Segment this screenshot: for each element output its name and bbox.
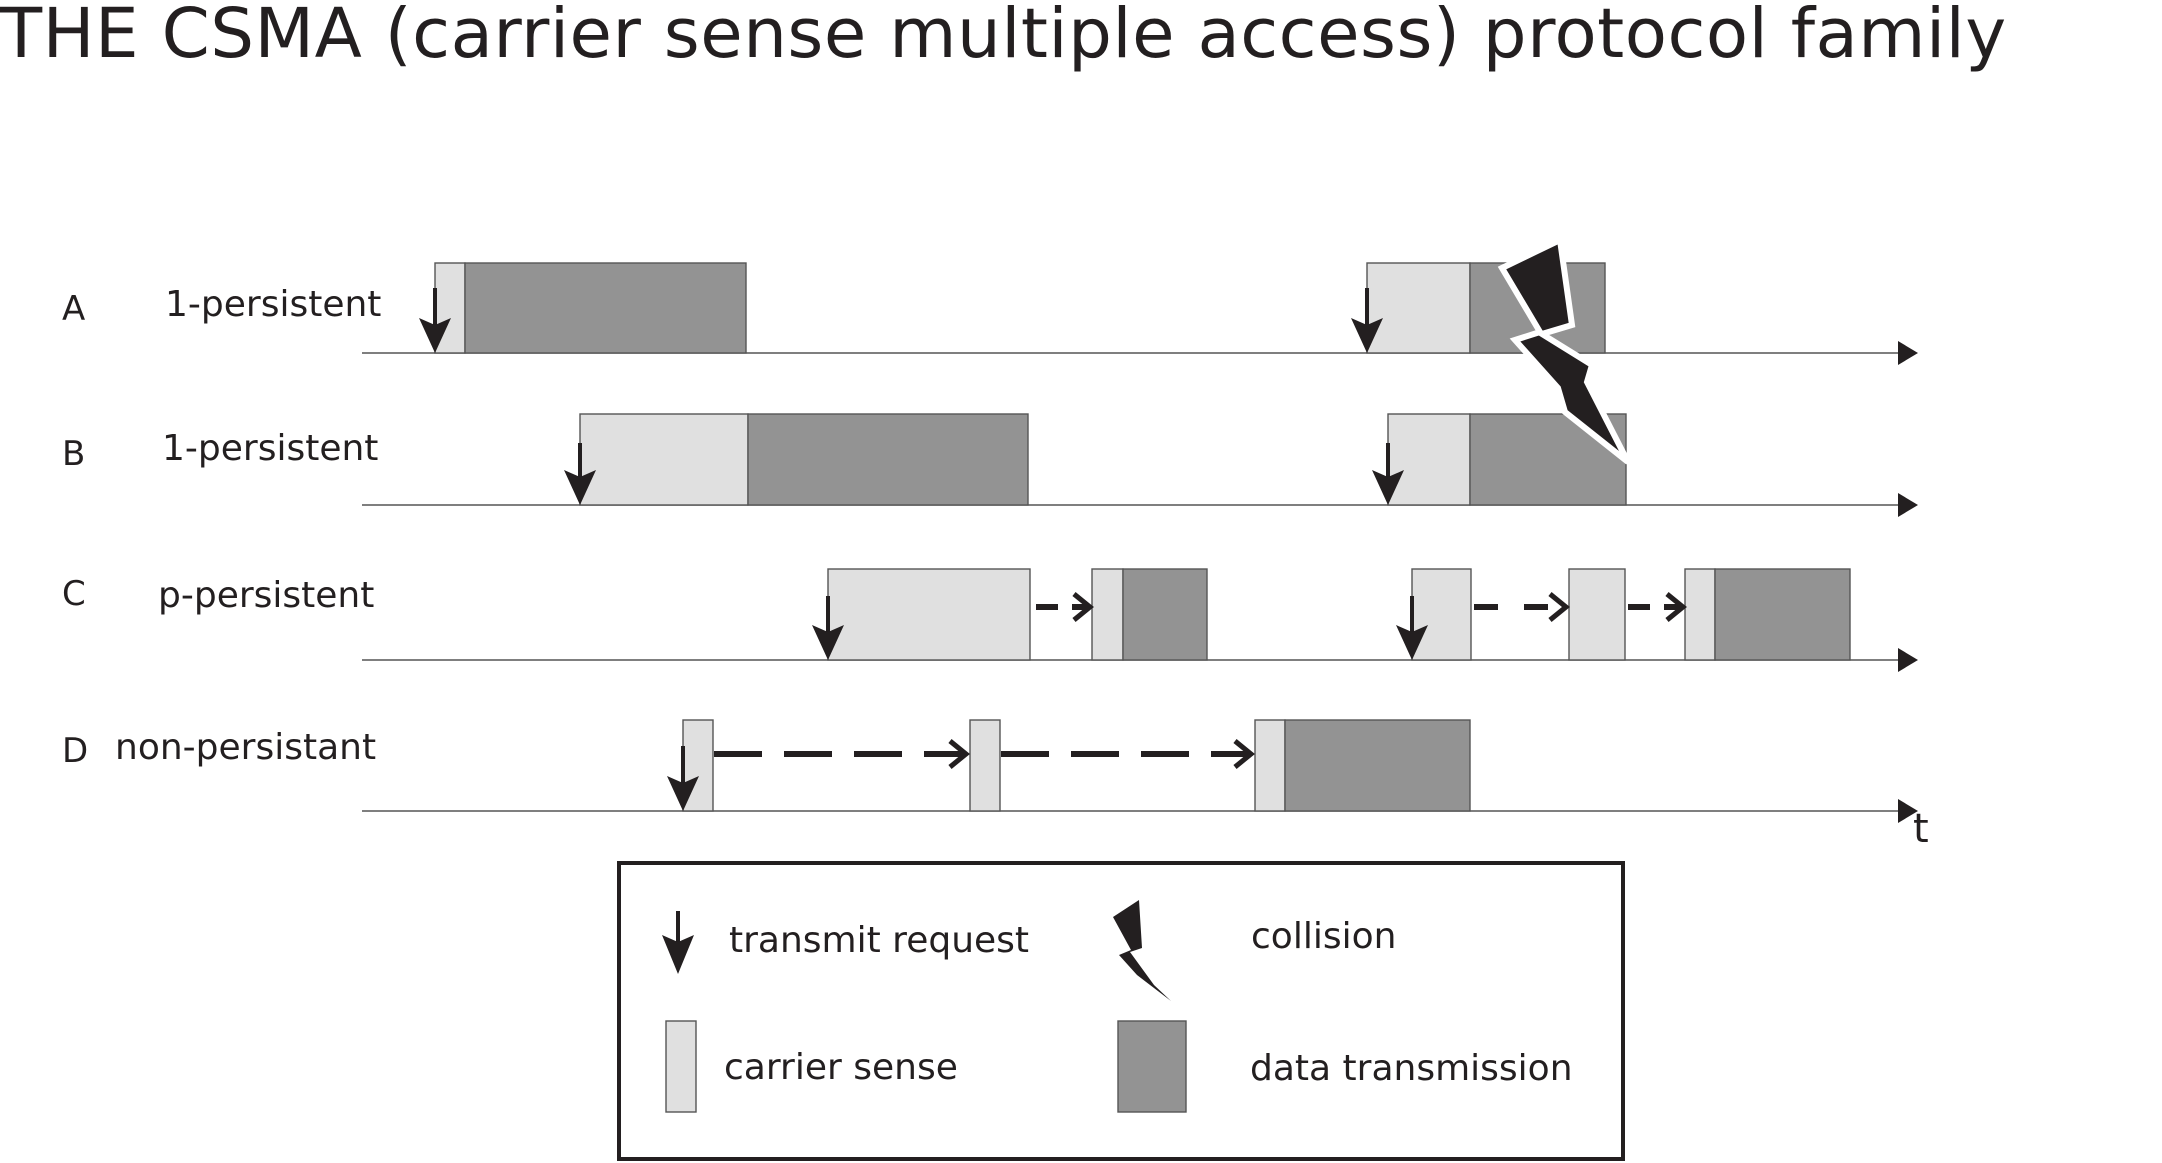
carrier-sense-block — [969, 719, 1001, 812]
transmit-request-arrow-icon — [419, 288, 451, 353]
row-c-timeline — [827, 568, 1851, 661]
transmit-request-arrows — [419, 288, 1428, 811]
carrier-sense-block — [1387, 413, 1471, 506]
diagram-title: THE CSMA (carrier sense multiple access)… — [0, 0, 2007, 74]
row-b-letter: B — [62, 434, 85, 474]
data-transmission-block — [1284, 719, 1471, 812]
legend-carrier-sense-swatch — [665, 1020, 697, 1113]
carrier-sense-block — [1366, 262, 1471, 354]
wait-arrowhead — [1665, 592, 1687, 622]
row-d-mode: non-persistant — [115, 727, 376, 768]
row-d-timeline — [682, 719, 1471, 812]
row-b-timeline — [579, 413, 1627, 506]
row-b-mode: 1-persistent — [162, 428, 378, 469]
axis-arrowhead-a — [1898, 341, 1918, 365]
transmit-request-arrow-icon — [564, 443, 596, 505]
wait-arrowhead — [1072, 592, 1094, 622]
carrier-sense-block — [1091, 568, 1124, 661]
row-a-timeline — [434, 262, 1606, 354]
axis-arrowhead-c — [1898, 648, 1918, 672]
wait-arrowhead — [1233, 739, 1255, 769]
legend-transmit-request-label: transmit request — [729, 920, 1029, 961]
row-a-mode: 1-persistent — [165, 284, 381, 325]
legend-collision-label: collision — [1251, 916, 1396, 957]
time-axis-label: t — [1913, 806, 1929, 852]
row-a-letter: A — [62, 289, 85, 329]
carrier-sense-block — [1684, 568, 1716, 661]
legend-data-transmission-swatch — [1117, 1020, 1187, 1113]
legend-transmit-request-icon — [662, 911, 694, 974]
carrier-sense-block — [579, 413, 749, 506]
legend-collision-icon — [1113, 900, 1171, 1001]
wait-arrowhead — [1548, 592, 1570, 622]
transmit-request-arrow-icon — [1351, 288, 1383, 353]
carrier-sense-block — [1568, 568, 1626, 661]
row-d-letter: D — [62, 731, 88, 771]
transmit-request-arrow-icon — [812, 596, 844, 660]
transmit-request-arrow-icon — [667, 746, 699, 811]
legend-carrier-sense-label: carrier sense — [724, 1047, 958, 1088]
data-transmission-block — [1122, 568, 1208, 661]
legend-data-transmission-label: data transmission — [1250, 1048, 1573, 1089]
data-transmission-block — [464, 262, 747, 354]
legend-box — [617, 861, 1625, 1161]
collision-lightning-icon — [1497, 235, 1631, 465]
transmit-request-arrow-icon — [1396, 596, 1428, 660]
data-transmission-block — [1714, 568, 1851, 661]
wait-arrowhead — [948, 739, 970, 769]
axis-arrowhead-b — [1898, 493, 1918, 517]
row-c-letter: C — [62, 574, 86, 614]
carrier-sense-block — [827, 568, 1031, 661]
carrier-sense-block — [1411, 568, 1472, 661]
transmit-request-arrow-icon — [1372, 443, 1404, 505]
carrier-sense-block — [1254, 719, 1286, 812]
row-c-mode: p-persistent — [158, 575, 374, 616]
data-transmission-block — [747, 413, 1029, 506]
axis-arrowhead-d — [1898, 799, 1918, 823]
